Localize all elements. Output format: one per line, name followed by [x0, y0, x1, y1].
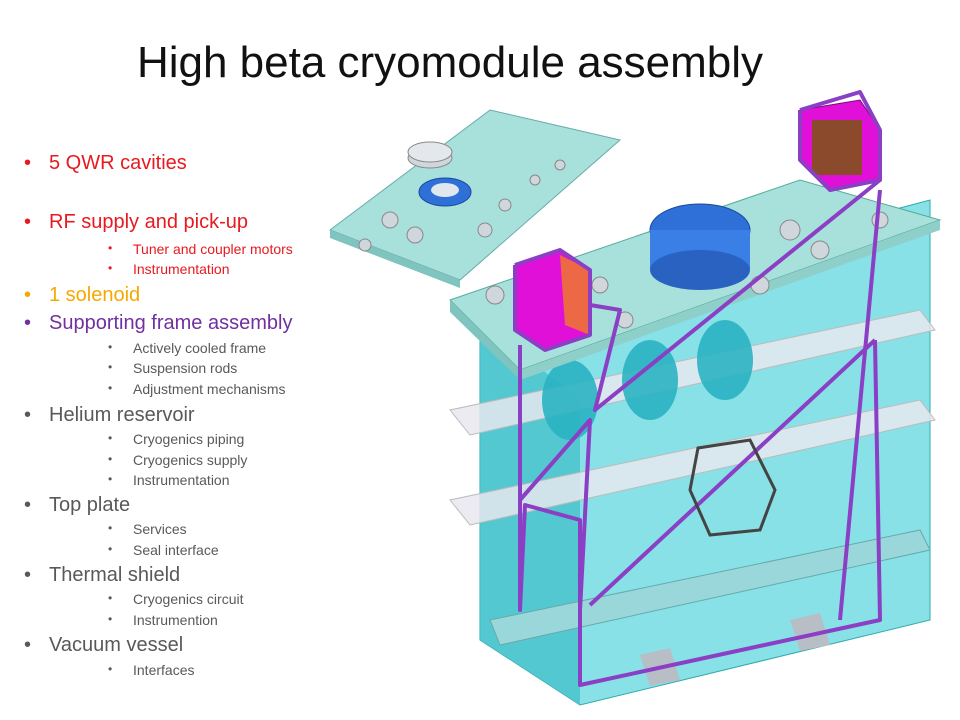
slide-title: High beta cryomodule assembly [136, 38, 764, 87]
detached-top-plate [328, 109, 622, 288]
bullet-dot: • [108, 542, 113, 556]
bullet-dot: • [24, 564, 32, 586]
bullet-dot: • [24, 404, 32, 426]
bullet-text: Helium reservoir [49, 404, 195, 426]
bullet-text: Supporting frame assembly [49, 312, 293, 334]
sub-bullet-text: Cryogenics supply [133, 452, 248, 468]
bullet-dot: • [24, 312, 32, 334]
bullet-dot: • [108, 381, 113, 395]
bullet-text: RF supply and pick-up [49, 211, 248, 233]
sub-bullet-text: Actively cooled frame [133, 340, 267, 356]
sub-bullet-text: Suspension rods [133, 360, 238, 376]
bullet-text: Top plate [49, 494, 131, 516]
sub-bullet-text: Seal interface [133, 542, 219, 558]
bullet-dot: • [108, 452, 113, 466]
bullet-dot: • [108, 261, 113, 275]
sub-bullet-text: Adjustment mechanisms [133, 381, 286, 397]
bullet-dot: • [24, 152, 32, 174]
bullet-dot: • [108, 591, 113, 605]
bullet-text: 5 QWR cavities [49, 152, 187, 174]
bullet-dot: • [108, 662, 113, 676]
magenta-motor-box [514, 249, 591, 351]
sub-bullet-text: Instrumentation [133, 261, 230, 277]
bullet-text: Thermal shield [49, 564, 181, 586]
bullet-dot: • [108, 431, 113, 445]
sub-bullet-text: Tuner and coupler motors [133, 241, 293, 257]
sub-bullet-text: Services [133, 521, 187, 537]
bullet-dot: • [24, 634, 32, 656]
sub-bullet-text: Cryogenics piping [133, 431, 245, 447]
sub-bullet-text: Instrumentation [133, 472, 230, 488]
bullet-dot: • [108, 521, 113, 535]
bullet-text: 1 solenoid [49, 284, 141, 306]
bullet-dot: • [108, 472, 113, 486]
bullet-dot: • [108, 340, 113, 354]
sub-bullet-text: Instrumention [133, 612, 218, 628]
brown-motor-box [799, 99, 881, 191]
vacuum-vessel [449, 199, 936, 706]
sub-bullet-text: Interfaces [133, 662, 195, 678]
cryomodule-illustration [328, 90, 942, 706]
bullet-dot: • [24, 284, 32, 306]
bullet-text: Vacuum vessel [49, 634, 184, 656]
solenoid-outline [688, 438, 777, 537]
supporting-frame-outline [513, 90, 882, 687]
bullet-dot: • [108, 360, 113, 374]
bullet-dot: • [24, 494, 32, 516]
bullet-dot: • [108, 612, 113, 626]
bullet-dot: • [108, 241, 113, 255]
bullet-dot: • [24, 211, 32, 233]
sub-bullet-text: Cryogenics circuit [133, 591, 244, 607]
